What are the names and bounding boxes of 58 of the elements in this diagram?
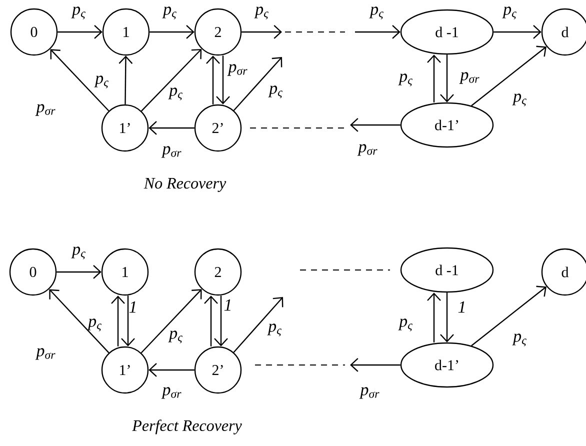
edge-label: p$_{σr}$	[357, 144, 378, 156]
arrow	[216, 56, 230, 104]
arrow	[427, 292, 441, 342]
arrow	[214, 296, 228, 346]
edge-label: p$_{σr}$	[35, 348, 56, 360]
edge-label: p$_{σr}$	[35, 104, 56, 116]
arrow	[141, 48, 202, 112]
arrow	[355, 25, 400, 39]
arrow	[111, 296, 125, 346]
edge-label: p$_{ς}$	[502, 6, 516, 20]
arrow	[233, 57, 282, 111]
arrow	[427, 54, 441, 102]
arrow	[350, 118, 400, 132]
edge-label: p$_{ς}$	[71, 6, 86, 20]
arrow	[494, 25, 542, 39]
edge-label: p$_{ς}$	[369, 6, 384, 20]
arrow	[350, 358, 400, 372]
edge-label: p$_{ς}$	[94, 76, 108, 88]
arrow	[206, 56, 220, 104]
edge-label: p$_{σr}$	[459, 72, 480, 84]
edge-label: p$_{σr}$	[161, 146, 182, 158]
arrow	[121, 296, 135, 346]
caption: No Recovery	[144, 178, 226, 192]
arrow	[49, 289, 110, 354]
edge-label: 1	[224, 299, 230, 311]
edge-label: p$_{ς}$	[168, 88, 182, 100]
arrow	[471, 46, 546, 106]
arrow	[471, 286, 546, 346]
arrow	[204, 296, 218, 346]
edge-label: p$_{ς}$	[71, 246, 86, 260]
arrow	[242, 25, 282, 39]
edge-label: p$_{ς}$	[267, 324, 282, 336]
arrow	[50, 49, 110, 112]
arrow	[440, 292, 454, 342]
arrow	[148, 363, 194, 377]
edge-label: p$_{ς}$	[254, 6, 268, 20]
arrow	[58, 25, 102, 39]
arrow	[118, 56, 133, 104]
edge-label: p$_{ς}$	[87, 318, 102, 332]
edge-label: p$_{ς}$	[398, 74, 412, 86]
caption: Perfect Recovery	[132, 420, 242, 434]
edge-label: 1	[458, 301, 464, 313]
edge-label: p$_{σr}$	[359, 387, 380, 399]
edge-label: p$_{ς}$	[512, 94, 526, 106]
arrow	[56, 265, 102, 279]
edge-label: p$_{σr}$	[227, 64, 248, 76]
edge-label: p$_{ς}$	[268, 86, 282, 98]
arrow	[148, 121, 194, 135]
arrow	[150, 25, 194, 39]
edge-label: 1	[129, 301, 136, 313]
arrow	[440, 54, 454, 102]
arrow	[140, 289, 202, 354]
edge-label: p$_{ς}$	[168, 330, 182, 344]
edge-label: p$_{σr}$	[161, 387, 182, 399]
edge-label: p$_{ς}$	[512, 334, 526, 346]
edge-label: p$_{ς}$	[162, 6, 176, 20]
arrow	[233, 297, 284, 353]
edge-label: p$_{ς}$	[398, 318, 412, 332]
